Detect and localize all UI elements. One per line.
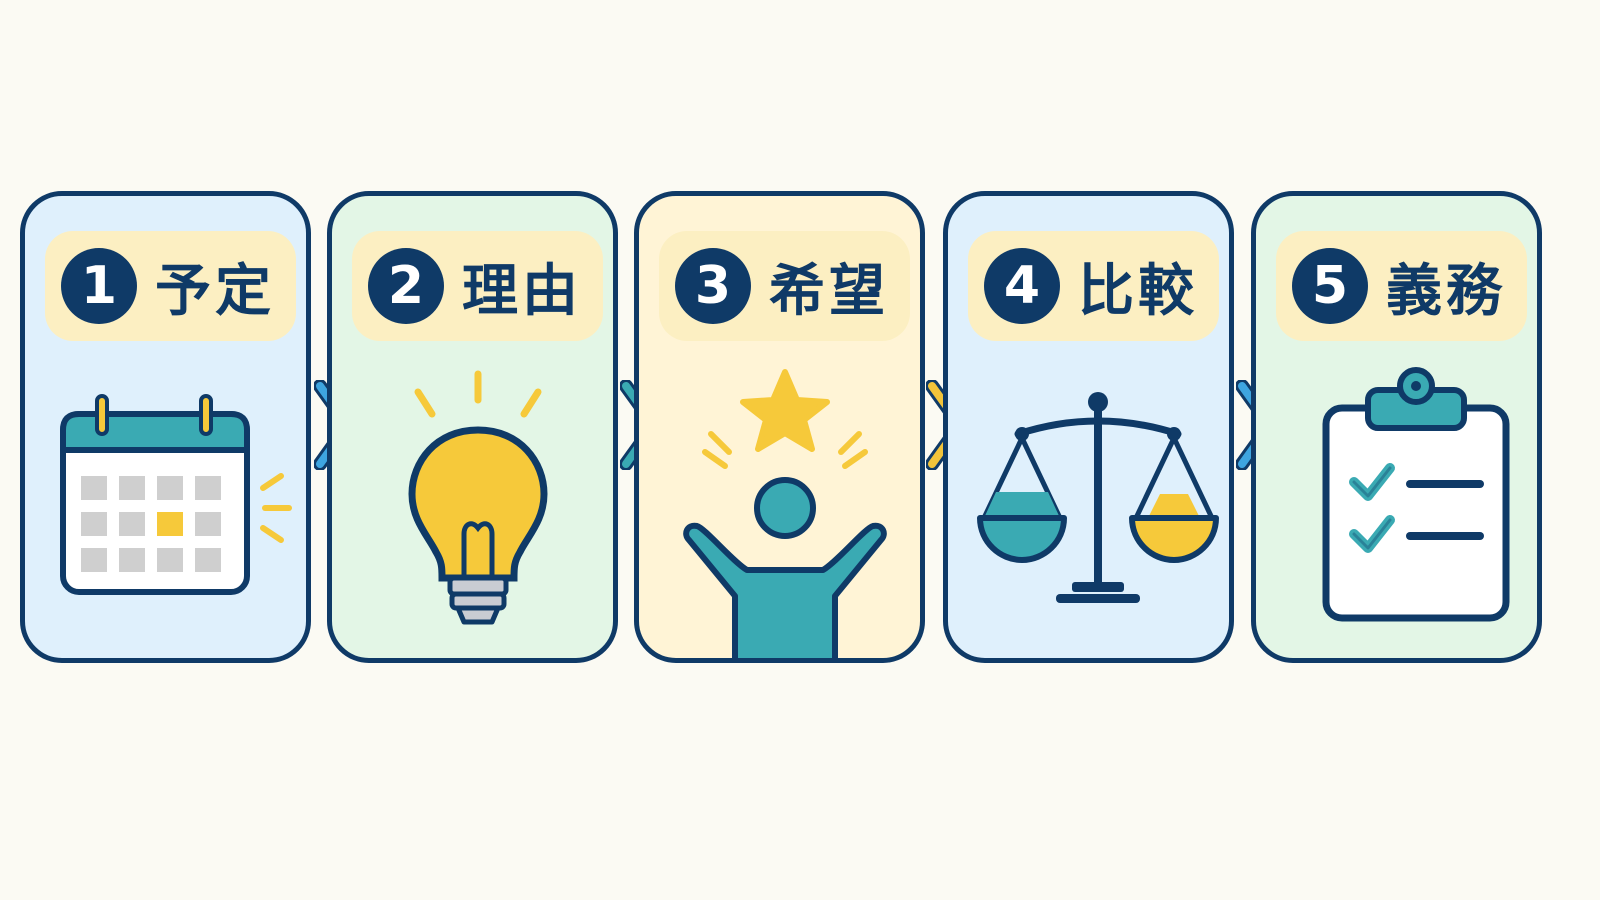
step-card-1: 1 予定 [20, 191, 311, 663]
step-label-pill-3: 3 希望 [659, 231, 910, 341]
step-number-badge-2: 2 [368, 248, 444, 324]
step-number-badge-4: 4 [984, 248, 1060, 324]
step-number-badge-5: 5 [1292, 248, 1368, 324]
step-label-pill-4: 4 比較 [968, 231, 1219, 341]
step-card-4: 4 比較 [943, 191, 1234, 663]
person-star-icon [683, 369, 887, 658]
step-label-pill-2: 2 理由 [352, 231, 603, 341]
step-label-pill-1: 1 予定 [45, 231, 296, 341]
step-label-2: 理由 [462, 258, 582, 324]
step-card-3: 3 希望 [634, 191, 925, 663]
step-label-1: 予定 [155, 258, 275, 324]
clipboard-checklist-icon [1322, 367, 1510, 622]
balance-scale-icon [977, 392, 1219, 603]
step-number-badge-3: 3 [675, 248, 751, 324]
lightbulb-icon [408, 370, 548, 625]
step-label-4: 比較 [1078, 258, 1198, 324]
step-label-5: 義務 [1386, 258, 1506, 324]
step-label-3: 希望 [769, 258, 889, 324]
step-card-2: 2 理由 [327, 191, 618, 663]
calendar-icon [60, 394, 292, 595]
step-number-badge-1: 1 [61, 248, 137, 324]
step-label-pill-5: 5 義務 [1276, 231, 1527, 341]
step-card-5: 5 義務 [1251, 191, 1542, 663]
